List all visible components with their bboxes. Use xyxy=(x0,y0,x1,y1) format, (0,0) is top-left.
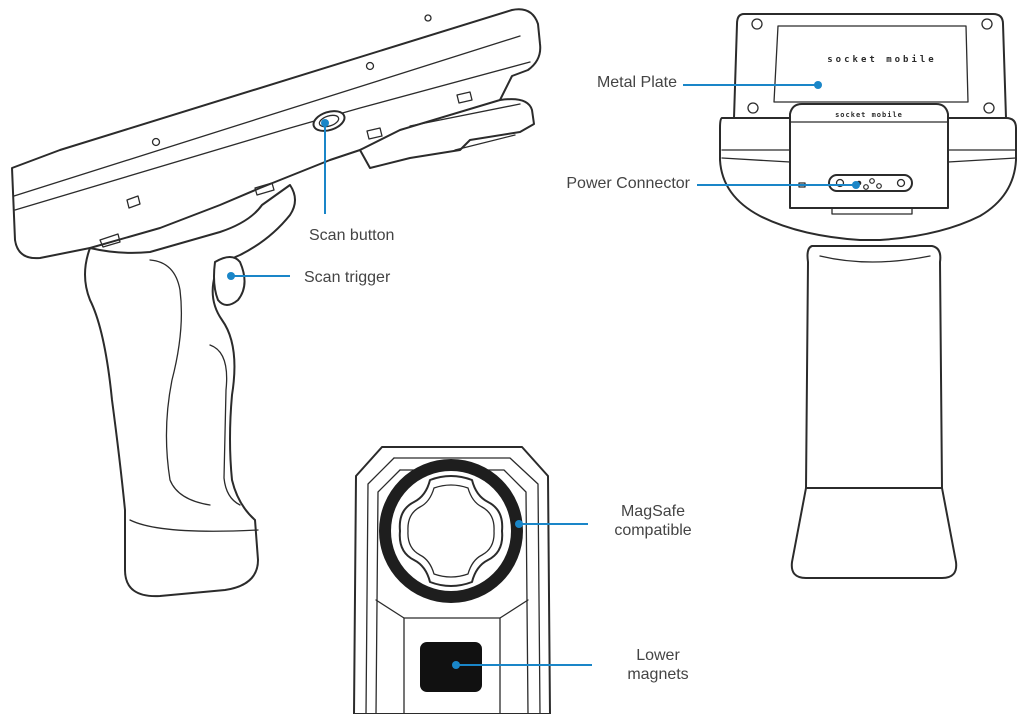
metal-plate-label: Metal Plate xyxy=(596,74,677,91)
scan-button-dot xyxy=(321,119,329,127)
back-view-mid-line-l2 xyxy=(721,157,791,163)
side-view-clip-1 xyxy=(456,91,473,104)
metal-plate-dot xyxy=(814,81,822,89)
back-view-screw-2 xyxy=(981,18,993,30)
lower-magnets-label-line-2: magnets xyxy=(627,666,689,683)
scan-trigger-label: Scan trigger xyxy=(304,269,391,286)
back-view-mid-line-r2 xyxy=(947,157,1017,163)
back-view-connector-module xyxy=(789,103,949,209)
connector-logo: socket mobile xyxy=(835,111,903,119)
side-view-screw-2 xyxy=(151,137,161,147)
scan-trigger-dot xyxy=(227,272,235,280)
side-view-cradle-line xyxy=(409,103,521,127)
magsafe-label-line-2: compatible xyxy=(614,522,692,539)
lower-magnets-label-line-1: Lower xyxy=(636,647,680,664)
callout-lines xyxy=(227,81,860,669)
connector-pin-3 xyxy=(869,178,875,184)
side-view-screw-1 xyxy=(365,61,375,71)
side-view-grip-contour xyxy=(149,259,211,506)
lower-magnets-label: Lower magnets xyxy=(608,646,708,684)
back-view-connector-foot xyxy=(831,207,913,215)
magsafe-inner-bevel xyxy=(393,457,541,714)
lower-magnet-block xyxy=(420,642,482,692)
connector-pin-a xyxy=(835,178,845,188)
connector-pin-4 xyxy=(876,183,882,189)
connector-pin-2 xyxy=(863,184,869,190)
metal-plate-panel xyxy=(773,25,969,103)
magsafe-label: MagSafe compatible xyxy=(588,502,718,540)
side-view-clip-4 xyxy=(254,182,275,196)
magsafe-inner-bevel-left xyxy=(365,457,395,714)
back-view-screw-3 xyxy=(747,102,759,114)
connector-pin-b xyxy=(896,178,906,188)
scan-trigger-part xyxy=(213,256,246,306)
side-view-grip xyxy=(84,184,296,598)
scan-button-label: Scan button xyxy=(309,227,395,244)
magsafe-view xyxy=(353,446,551,714)
side-view-clip-3 xyxy=(99,233,121,248)
side-view-grip-contour-2 xyxy=(209,344,241,506)
power-connector-dot xyxy=(852,181,860,189)
scan-button-inner xyxy=(318,114,340,128)
back-view-grip-contour xyxy=(819,255,931,263)
side-view-rim xyxy=(13,35,521,197)
back-view-screw-1 xyxy=(751,18,763,30)
back-view-grip xyxy=(805,245,943,489)
back-view-base xyxy=(790,487,958,579)
power-connector-label: Power Connector xyxy=(566,175,690,192)
side-view-screw-3 xyxy=(424,14,432,22)
side-view-cradle-line-2 xyxy=(454,134,516,151)
lower-magnets-dot xyxy=(452,661,460,669)
side-view-handle xyxy=(11,8,542,598)
magsafe-label-line-1: MagSafe xyxy=(620,503,686,520)
magsafe-dot xyxy=(515,520,523,528)
magsafe-inner-bevel-left-2 xyxy=(375,469,401,714)
side-view-grip-contour-3 xyxy=(129,519,259,532)
back-view-handle xyxy=(719,13,1017,579)
back-view-screw-4 xyxy=(983,102,995,114)
side-view-clip-2 xyxy=(366,127,383,140)
magsafe-cross-plate-inner xyxy=(407,484,495,578)
top-plate-logo: socket mobile xyxy=(827,54,936,65)
side-view-port xyxy=(126,195,141,209)
